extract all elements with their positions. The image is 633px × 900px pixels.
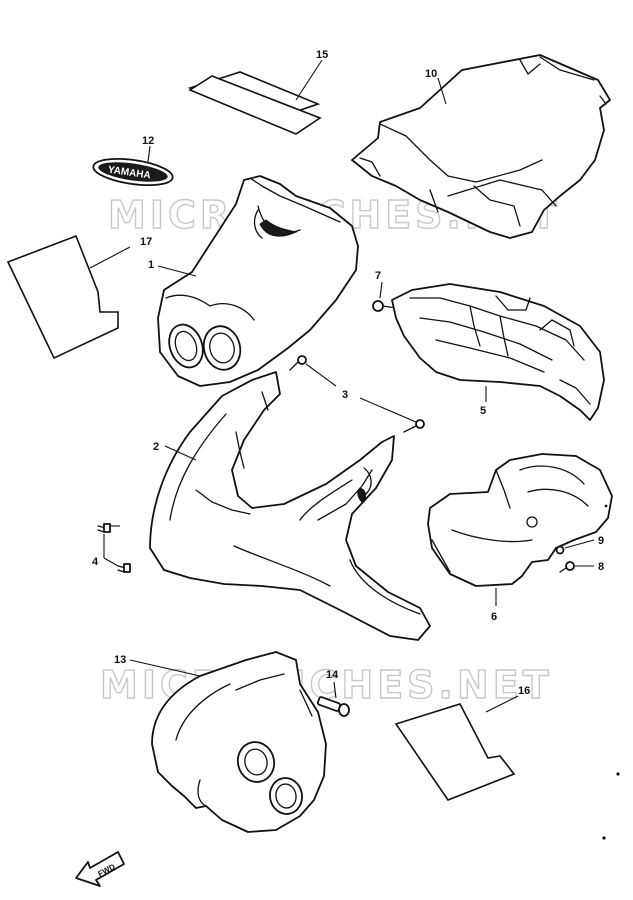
callout-5: 5 — [480, 405, 486, 417]
callout-12: 12 — [142, 135, 154, 147]
callout-4: 4 — [92, 556, 99, 568]
part-6-side-cover: 6 — [427, 453, 613, 623]
callout-1: 1 — [148, 259, 154, 271]
callout-3: 3 — [342, 389, 348, 401]
part-1-front-cover: 1 — [148, 175, 359, 387]
part-12-badge: YAMAHA 12 — [92, 135, 174, 187]
part-17-decal: 17 — [6, 234, 152, 360]
part-16-decal: 16 — [394, 685, 530, 801]
part-10-upper-cover: 10 — [351, 54, 611, 239]
fwd-arrow-icon: FWD — [75, 851, 125, 887]
callout-7: 7 — [375, 270, 381, 282]
callout-15: 15 — [316, 49, 328, 61]
part-4-clips: 4 — [92, 523, 131, 573]
callout-9: 9 — [598, 535, 604, 547]
callout-17: 17 — [140, 236, 152, 248]
callout-6: 6 — [491, 611, 497, 623]
callout-16: 16 — [518, 685, 530, 697]
callout-14: 14 — [326, 669, 339, 681]
part-13-leg-shield: 13 — [114, 651, 327, 833]
part-7-screw: 7 — [372, 270, 397, 312]
part-2-front-panel: 2 — [149, 371, 431, 641]
stray-marks — [602, 504, 620, 840]
callout-10: 10 — [425, 68, 437, 80]
part-14-bolt: 14 — [316, 669, 350, 717]
callout-8: 8 — [598, 561, 604, 573]
part-5-inner-panel: 5 — [391, 283, 605, 421]
part-15-decal: 15 — [187, 49, 328, 135]
callout-13: 13 — [114, 654, 126, 666]
part-3-screws: 3 — [289, 355, 425, 433]
part-8-screw: 8 — [559, 561, 604, 573]
callout-2: 2 — [153, 441, 159, 453]
